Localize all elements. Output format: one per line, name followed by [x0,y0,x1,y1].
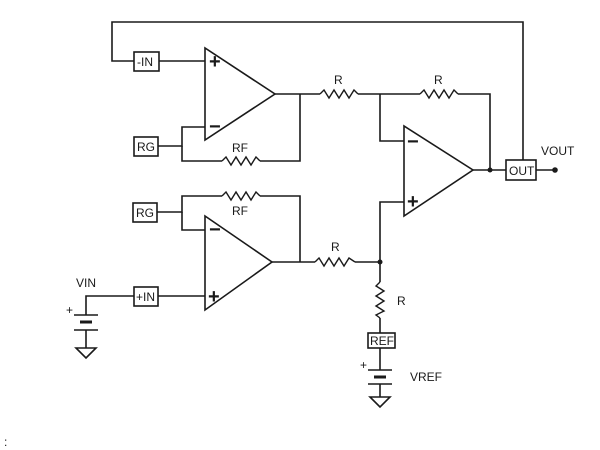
pin-out: OUT [505,159,537,181]
corner-mark: : [4,435,7,449]
resistor-r-b [419,88,459,100]
opamp3-minus-sign: − [407,131,419,153]
pin-rg-bottom-label: RG [136,206,154,220]
label-vref: VREF [410,370,442,384]
node-top-wire [379,93,491,170]
junction-dot-out [487,167,493,173]
pin-neg-in-label: -IN [137,55,153,69]
pin-out-label: OUT [509,164,535,178]
rf-bottom-loop [157,195,301,262]
resistor-r-a [319,88,359,100]
rg-top-wire [158,126,206,147]
vref-source: + [360,358,392,385]
opamp-3: − + [403,124,475,218]
pin-rg-top-label: RG [137,140,155,154]
rf-top-loop [181,94,301,162]
pin-pos-in: +IN [133,286,159,307]
ground-vin-icon [74,347,98,360]
node-bottom-wire [379,201,404,333]
ground-vref-icon [368,396,392,409]
vin-wire [85,295,134,348]
resistor-r-d [374,281,386,319]
label-vin: VIN [76,276,96,290]
resistor-rf-bottom [221,190,261,202]
pin-ref: REF [367,332,396,349]
label-rf-top: RF [232,141,248,155]
resistor-r-c [314,256,356,268]
pin-neg-in: -IN [133,51,160,72]
opamp1-minus-sign: − [209,116,221,138]
pin-pos-in-label: +IN [136,290,155,304]
vin-plus-sign: + [66,303,73,317]
opamp-1: + − [204,46,277,142]
resistor-rf-top [221,155,261,167]
pin-rg-bottom: RG [132,202,158,223]
pin-rg-top: RG [133,136,159,157]
label-r-d: R [397,294,406,308]
vref-plus-sign: + [360,358,367,372]
opamp1-plus-sign: + [209,51,221,73]
sense-feedback-wire [111,21,524,161]
label-r-b: R [434,73,443,87]
vin-source: + [66,303,98,331]
resistors [221,88,459,319]
junction-dot-vout [552,167,558,173]
opamp3-plus-sign: + [407,191,419,213]
junction-dot-node [377,259,383,265]
pin-ref-label: REF [370,334,394,348]
rg-bottom-wire [181,212,205,231]
wires [85,21,555,397]
label-vout: VOUT [541,144,575,158]
opamp-2: − + [204,214,274,312]
label-r-c: R [331,240,340,254]
label-r-a: R [334,73,343,87]
label-rf-bottom: RF [232,204,248,218]
opamp2-minus-sign: − [209,219,221,241]
opamp2-plus-sign: + [208,286,220,308]
